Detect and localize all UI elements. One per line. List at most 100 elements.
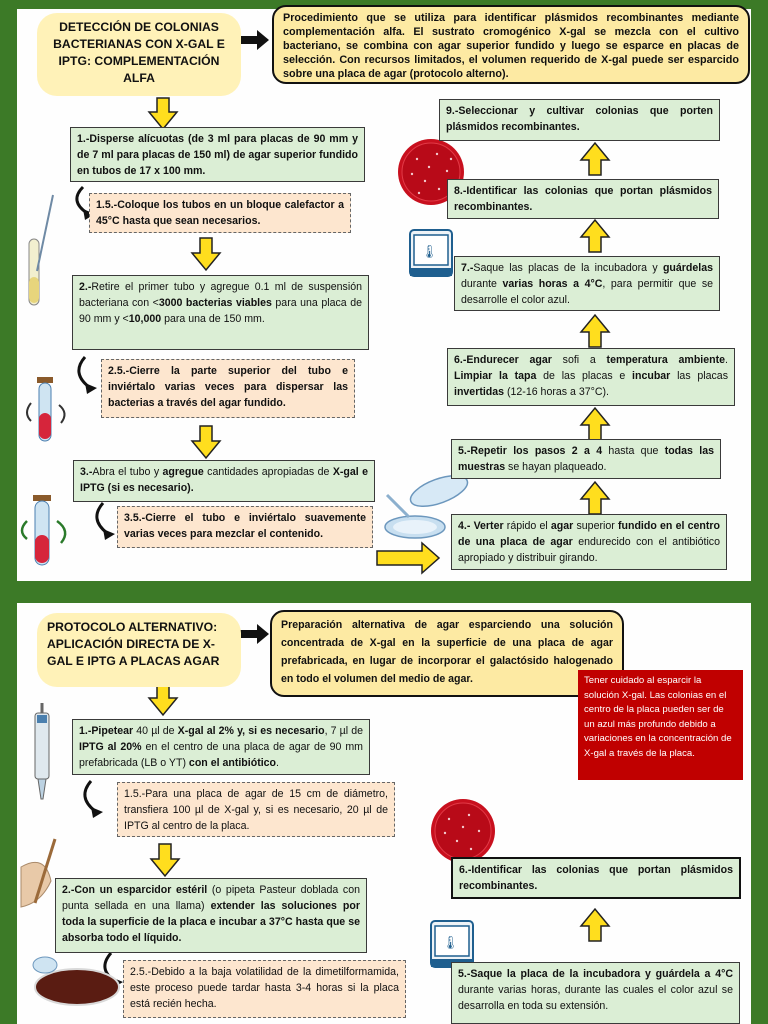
down-arrow-icon [149, 843, 181, 878]
pipette-icon [34, 703, 50, 800]
step4-text: endurecido con el antibiótico apropiado … [458, 536, 720, 564]
alt-step5-box: 5.-Saque la placa de la incubadora y guá… [451, 962, 740, 1024]
step8-box: 8.-Identificar las colonias que portan p… [447, 179, 719, 219]
incubator-icon: 🌡 [430, 920, 474, 968]
alt-step1-bold: X-gal al 2% y, si es necesario [177, 725, 325, 737]
step3-box: 3.-Abra el tubo y agregue cantidades apr… [73, 460, 375, 502]
test-tube-icon [26, 377, 66, 442]
step3-bold: agregue [162, 466, 204, 478]
alt-step6-box: 6.-Identificar las colonias que portan p… [451, 857, 741, 899]
step6-bold: temperatura ambiente [606, 354, 726, 366]
step4-bold: agar [550, 520, 574, 532]
step7-number: 7.- [461, 262, 474, 274]
step7-bold: varias horas a 4°C [502, 278, 603, 290]
step1-5-box: 1.5.-Coloque los tubos en un bloque cale… [89, 193, 351, 233]
step7-text: durante [461, 278, 503, 290]
up-arrow-icon [579, 907, 611, 942]
step2-number: 2.- [79, 281, 92, 293]
alt-step1-text: . [276, 757, 279, 769]
step4-text: superior [573, 520, 618, 532]
curved-arrow-icon [77, 356, 97, 394]
step5-text: se hayan plaqueado. [505, 461, 607, 473]
step2-text: para una de 150 mm. [161, 313, 265, 325]
step5-text: hasta que [602, 445, 665, 457]
step4-box: 4.- Verter rápido el agar superior fundi… [451, 514, 727, 570]
step3-number: 3.- [80, 466, 93, 478]
step7-box: 7.-Saque las placas de la incubadora y g… [454, 256, 720, 311]
step6-text: (12-16 horas a 37°C). [504, 386, 609, 398]
step7-text: Saque las placas de la incubadora y [473, 262, 663, 274]
step3-bold: X-gal e IPTG (si es necesario). [80, 466, 369, 494]
alt-step1-text: en el centro de una placa de agar de 90 … [79, 741, 363, 769]
incubator-icon: 🌡 [409, 229, 453, 277]
step3-5-box: 3.5.-Cierre el tubo e inviértalo suaveme… [117, 506, 373, 548]
down-arrow-icon [190, 237, 222, 272]
down-arrow-icon [190, 425, 222, 460]
step4-text: rápido el [503, 520, 551, 532]
right-arrow-icon [376, 541, 441, 575]
up-arrow-icon [579, 313, 611, 348]
warning-box: Tener cuidado al esparcir la solución X-… [578, 670, 743, 780]
step2-bold: 10,000 [128, 313, 162, 325]
step6-bold: 6.-Endurecer agar [454, 354, 552, 366]
up-arrow-icon [579, 480, 611, 515]
down-arrow-icon [147, 684, 179, 717]
alt-step5-bold: 5.-Saque la placa de la incubadora y guá… [458, 968, 733, 980]
alt-step2-bold: 2.-Con un esparcidor estéril [62, 884, 208, 896]
spreader-icon [20, 838, 120, 1006]
step9-box: 9.-Seleccionar y cultivar colonias que p… [439, 99, 720, 141]
alt-step2-box: 2.-Con un esparcidor estéril (o pipeta P… [55, 878, 367, 953]
alt-step1-bold: IPTG al 20% [79, 741, 142, 753]
section2-title: PROTOCOLO ALTERNATIVO: APLICACIÓN DIRECT… [37, 613, 241, 687]
down-arrow-icon [147, 97, 179, 131]
step3-text: cantidades apropiadas de [203, 466, 333, 478]
section1-intro: Procedimiento que se utiliza para identi… [272, 5, 750, 84]
step4-bold: 4.- Verter [458, 520, 504, 532]
step2-5-box: 2.5.-Cierre la parte superior del tubo e… [101, 359, 355, 418]
section1-title: DETECCIÓN DE COLONIAS BACTERIANAS CON X-… [37, 13, 241, 96]
curved-arrow-icon [95, 502, 115, 540]
step6-bold: invertidas [454, 386, 505, 398]
step2-box: 2.-Retire el primer tubo y agregue 0.1 m… [72, 275, 369, 350]
alt-step2-5-box: 2.5.-Debido a la baja volatilidad de la … [123, 960, 406, 1018]
alt-step1-5-box: 1.5.-Para una placa de agar de 15 cm de … [117, 782, 395, 837]
alt-step1-bold: con el antibiótico [188, 757, 277, 769]
panel1-graphics: 🌡 [20, 30, 611, 575]
step5-bold: todas las muestras [458, 445, 714, 473]
step2-text: para una placa de 90 mm y < [79, 297, 362, 325]
svg-text:🌡: 🌡 [442, 935, 459, 951]
right-arrow-icon [235, 30, 269, 50]
petri-dish-icon [384, 475, 469, 539]
alt-step1-bold: 1.-Pipetear [79, 725, 134, 737]
step6-text: . [725, 354, 728, 366]
alt-step1-text: , 7 µl de [324, 725, 363, 737]
test-tube-icon [28, 194, 54, 306]
up-arrow-icon [579, 141, 611, 176]
step5-bold: 5.-Repetir los pasos 2 a 4 [458, 445, 603, 457]
section2-intro: Preparación alternativa de agar esparcie… [270, 610, 624, 697]
step1-box: 1.-Disperse alícuotas (de 3 ml para plac… [70, 127, 365, 182]
protocol-panel-alternative: 🌡 PROTOCOLO ALTERNATIVO: APLICACIÓN DIRE… [17, 603, 751, 1024]
step2-bold: 3000 bacterias viables [158, 297, 272, 309]
step6-text: las placas [670, 370, 728, 382]
test-tube-icon [20, 495, 67, 566]
protocol-panel-main: 🌡 DETECCIÓN DE COLONIAS BACTERIANAS CON … [17, 5, 751, 581]
alt-step1-box: 1.-Pipetear 40 µl de X-gal al 2% y, si e… [72, 719, 370, 775]
right-arrow-icon [239, 624, 269, 644]
curved-arrow-icon [83, 780, 103, 818]
step6-text: de las placas e [536, 370, 633, 382]
step6-box: 6.-Endurecer agar sofi a temperatura amb… [447, 348, 735, 406]
step5-box: 5.-Repetir los pasos 2 a 4 hasta que tod… [451, 439, 721, 479]
petri-dish-icon [431, 799, 495, 863]
step6-bold: incubar [632, 370, 671, 382]
step2-text: Retire el primer tubo y agregue 0.1 ml d… [79, 281, 362, 309]
up-arrow-icon [579, 406, 611, 441]
step6-text: sofi a [551, 354, 607, 366]
step7-text: , para permitir que se desarrolle el col… [461, 278, 714, 306]
alt-step5-text: durante varias horas, durante las cuales… [458, 984, 733, 1012]
alt-step2-text: (o pipeta Pasteur doblada con punta sell… [62, 884, 361, 912]
alt-step2-bold: extender las soluciones por toda la supe… [62, 900, 360, 944]
step7-bold: guárdelas [662, 262, 713, 274]
step3-text: Abra el tubo y [92, 466, 163, 478]
alt-step1-text: 40 µl de [133, 725, 178, 737]
